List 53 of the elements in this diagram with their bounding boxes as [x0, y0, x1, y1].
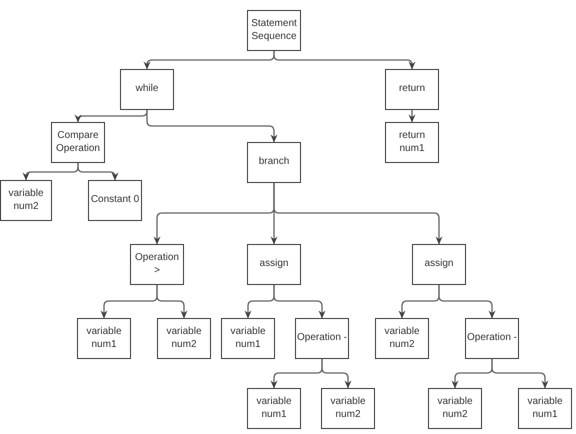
arrow [77, 163, 118, 180]
arrow [146, 110, 278, 142]
node-label: variable num1 [526, 396, 564, 421]
node-label: variable num2 [7, 188, 45, 213]
tree-node-box [247, 244, 301, 285]
arrow [273, 183, 442, 244]
tree-node-box [77, 318, 131, 359]
tree-node-box [428, 388, 482, 429]
node-label: Operation - [296, 332, 348, 345]
node-label: variable num2 [383, 326, 421, 351]
tree-node-box [247, 10, 301, 51]
tree-node-box [295, 318, 349, 359]
node-label: assign [424, 258, 454, 271]
node-label: assign [260, 258, 288, 271]
arrow [156, 285, 188, 318]
node-label: Operation - [466, 332, 518, 345]
tree-node-box [221, 318, 275, 359]
node-label: return [398, 83, 426, 96]
tree-node-box [247, 388, 301, 429]
tree-node-box [51, 122, 105, 163]
node-label: variable num2 [436, 396, 474, 421]
tree-node-box [412, 244, 466, 285]
tree-node-box [321, 388, 375, 429]
node-label: variable num1 [85, 326, 123, 351]
tree-node-box [465, 318, 519, 359]
node-label: return num1 [398, 130, 426, 155]
arrow [74, 110, 148, 122]
tree-node-box [247, 142, 301, 183]
arrow [321, 359, 352, 388]
node-label: variable num1 [255, 396, 293, 421]
tree-node-box [0, 180, 52, 221]
arrow [491, 359, 548, 388]
node-label: while [136, 83, 158, 96]
tree-node-box [157, 318, 211, 359]
node-label: variable num1 [229, 326, 267, 351]
tree-node-box [130, 244, 184, 285]
node-label: Operation > [134, 252, 180, 277]
arrow [273, 51, 416, 70]
tree-node-box [88, 180, 142, 221]
node-label: Constant 0 [90, 194, 140, 207]
node-label: Compare Operation [55, 130, 101, 155]
arrow [438, 285, 496, 318]
node-label: variable num2 [165, 326, 203, 351]
tree-node-box [120, 69, 174, 110]
node-label: branch [258, 156, 290, 169]
arrow [273, 285, 326, 318]
node-label: variable num2 [329, 396, 367, 421]
tree-node-box [385, 69, 439, 110]
node-label: Statement Sequence [250, 18, 298, 43]
arrow [408, 110, 416, 122]
tree-node-box [518, 388, 572, 429]
tree-node-box [375, 318, 429, 359]
tree-node-box [385, 122, 439, 163]
